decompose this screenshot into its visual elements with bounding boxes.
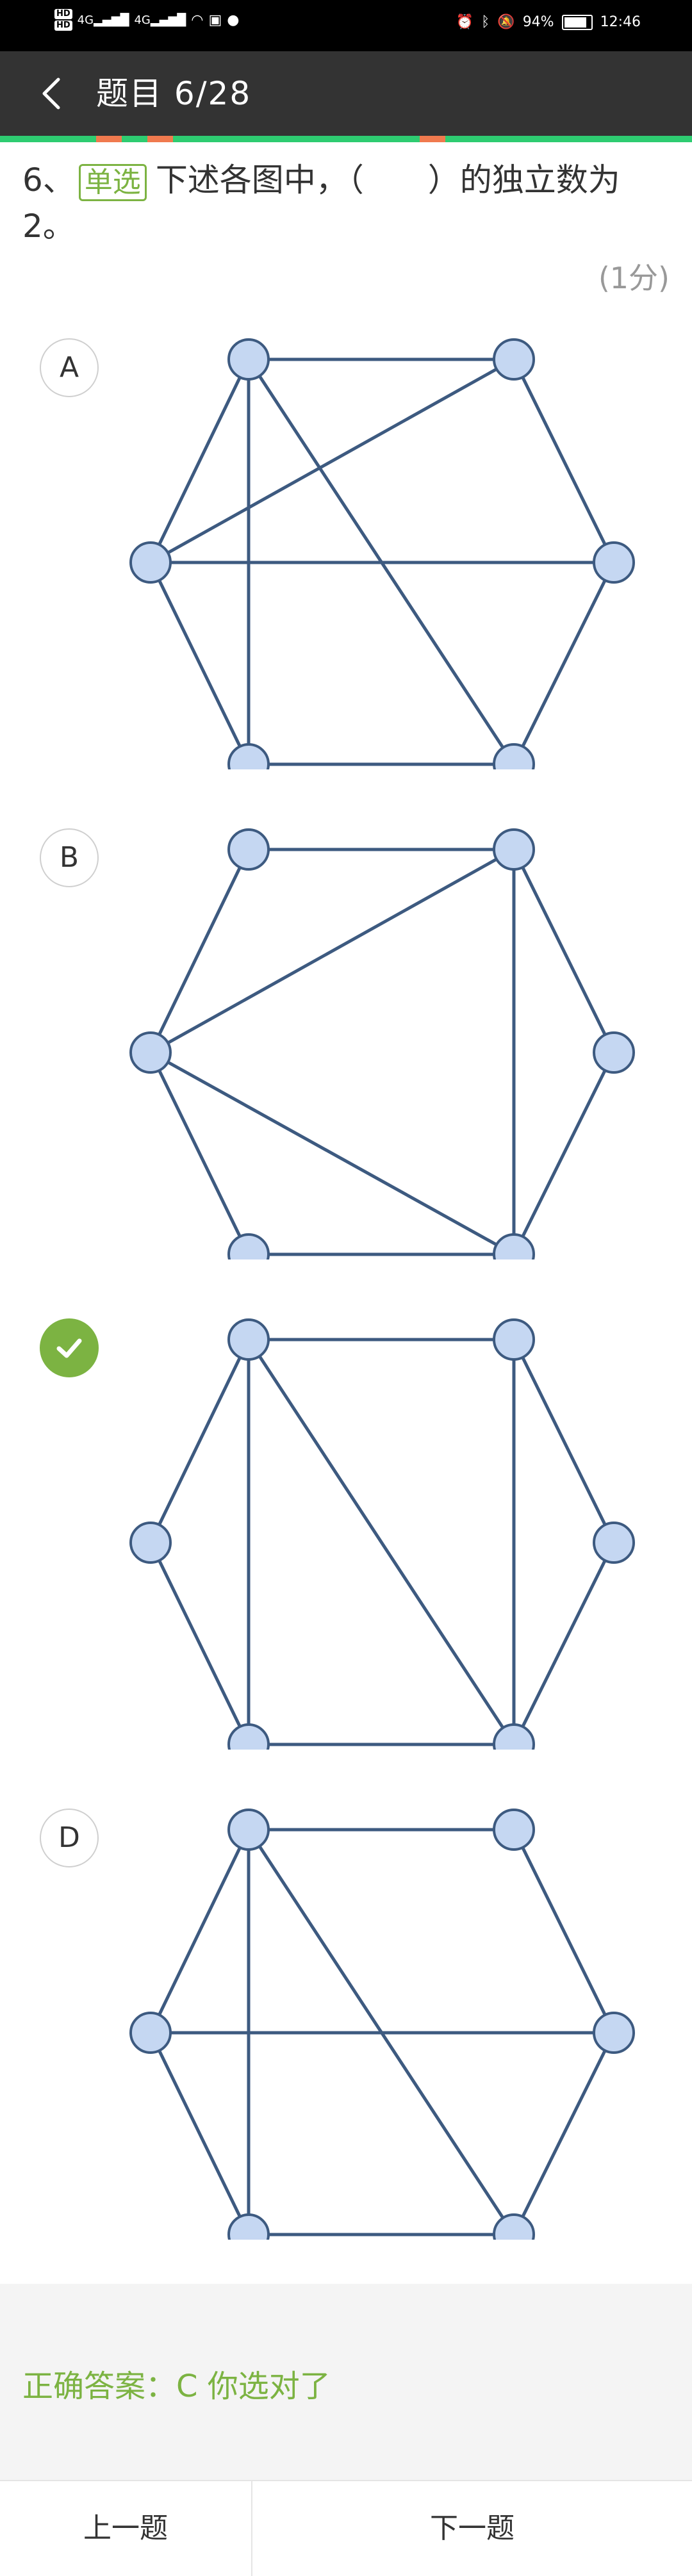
signal-icon: 4G▂▄▆█ xyxy=(77,13,129,27)
graph-node xyxy=(493,1318,535,1361)
graph-node xyxy=(593,1031,635,1074)
status-right: ⏰ ᛒ 🔕 94% 12:46 xyxy=(456,14,641,30)
chat-icon: ● xyxy=(227,12,240,28)
graph-edge xyxy=(512,2031,616,2236)
question-body: 下述各图中，（ ）的独立数为2。 xyxy=(22,161,620,245)
question-text: 6、单选下述各图中，（ ）的独立数为2。 xyxy=(22,157,670,249)
graph-node xyxy=(227,1318,270,1361)
answer-text: 正确答案：C 你选对了 xyxy=(22,2368,331,2404)
graph-node xyxy=(493,338,535,381)
graph-edge xyxy=(512,561,616,766)
graph-edge xyxy=(149,1541,251,1746)
mute-icon: 🔕 xyxy=(497,14,515,30)
option-b-letter[interactable]: B xyxy=(40,828,99,887)
graph-node xyxy=(129,1522,172,1564)
battery-icon xyxy=(561,14,593,30)
graph-edge xyxy=(149,2031,251,2236)
graph-edge xyxy=(149,1338,251,1544)
back-button[interactable] xyxy=(32,69,70,118)
graph-edge xyxy=(149,1051,515,1256)
question-type-badge: 单选 xyxy=(78,163,147,201)
graph-node xyxy=(493,1723,535,1750)
option-c-graph[interactable] xyxy=(0,1301,692,1750)
graph-edge xyxy=(512,1051,616,1256)
graph-node xyxy=(227,743,270,769)
question-number: 6、 xyxy=(22,161,75,199)
graph-node xyxy=(227,1809,270,1851)
option-b-graph[interactable] xyxy=(0,811,692,1259)
option-c-selected[interactable] xyxy=(40,1318,99,1377)
progress-marker xyxy=(96,136,122,142)
graph-node xyxy=(593,1522,635,1564)
option-d-graph[interactable] xyxy=(0,1791,692,2240)
alarm-icon: ⏰ xyxy=(456,14,474,30)
check-icon xyxy=(56,1338,82,1358)
clock: 12:46 xyxy=(600,14,641,30)
graph-node xyxy=(593,2012,635,2054)
graph-node xyxy=(227,828,270,871)
app-icon: ▣ xyxy=(208,12,222,28)
progress-bar xyxy=(0,136,692,142)
chevron-left-icon xyxy=(42,78,60,110)
graph-edge xyxy=(149,358,251,564)
battery-percent: 94% xyxy=(522,14,554,30)
graph-edge xyxy=(512,1338,616,1544)
app-header: 题目 6/28 xyxy=(0,51,692,136)
graph-edge xyxy=(149,848,515,1054)
status-left: HD HD 4G▂▄▆█ 4G▂▄▆█ ◠ ▣ ● xyxy=(54,9,239,31)
graph-node xyxy=(493,828,535,871)
graph-edge xyxy=(149,1828,251,2034)
hd-icon: HD HD xyxy=(54,9,72,31)
graph-edge xyxy=(512,1828,616,2034)
graph-node xyxy=(129,1031,172,1074)
bottom-nav: 上一题 下一题 xyxy=(0,2480,692,2576)
graph-node xyxy=(227,2213,270,2240)
graph-edge xyxy=(149,561,251,766)
graph-node xyxy=(129,2012,172,2054)
graph-edge xyxy=(512,848,616,1054)
signal-icon-2: 4G▂▄▆█ xyxy=(134,13,186,27)
graph-edge xyxy=(149,1051,251,1256)
graph-node xyxy=(129,541,172,584)
prev-question-button[interactable]: 上一题 xyxy=(0,2481,252,2576)
wifi-icon: ◠ xyxy=(191,12,204,28)
graph-node xyxy=(227,338,270,381)
answer-panel: 正确答案：C 你选对了 xyxy=(0,2284,692,2480)
graph-node xyxy=(493,1233,535,1259)
graph-node xyxy=(593,541,635,584)
option-a-graph[interactable] xyxy=(0,321,692,769)
graph-node xyxy=(227,1723,270,1750)
graph-node xyxy=(493,1809,535,1851)
progress-marker xyxy=(420,136,445,142)
page-title: 题目 6/28 xyxy=(96,75,252,112)
graph-edge xyxy=(512,1541,616,1746)
question-score: (1分) xyxy=(598,261,670,295)
graph-node xyxy=(493,2213,535,2240)
graph-edge xyxy=(247,1338,516,1746)
next-question-button[interactable]: 下一题 xyxy=(430,2512,515,2545)
graph-edge xyxy=(512,358,616,564)
bluetooth-icon: ᛒ xyxy=(481,14,490,30)
graph-node xyxy=(493,743,535,769)
progress-marker xyxy=(147,136,173,142)
graph-edge xyxy=(149,357,515,564)
option-d-letter[interactable]: D xyxy=(40,1809,99,1867)
graph-edge xyxy=(149,848,251,1054)
graph-node xyxy=(227,1233,270,1259)
option-a-letter[interactable]: A xyxy=(40,338,99,397)
status-bar: HD HD 4G▂▄▆█ 4G▂▄▆█ ◠ ▣ ● ⏰ ᛒ 🔕 94% 12:4… xyxy=(0,0,692,51)
